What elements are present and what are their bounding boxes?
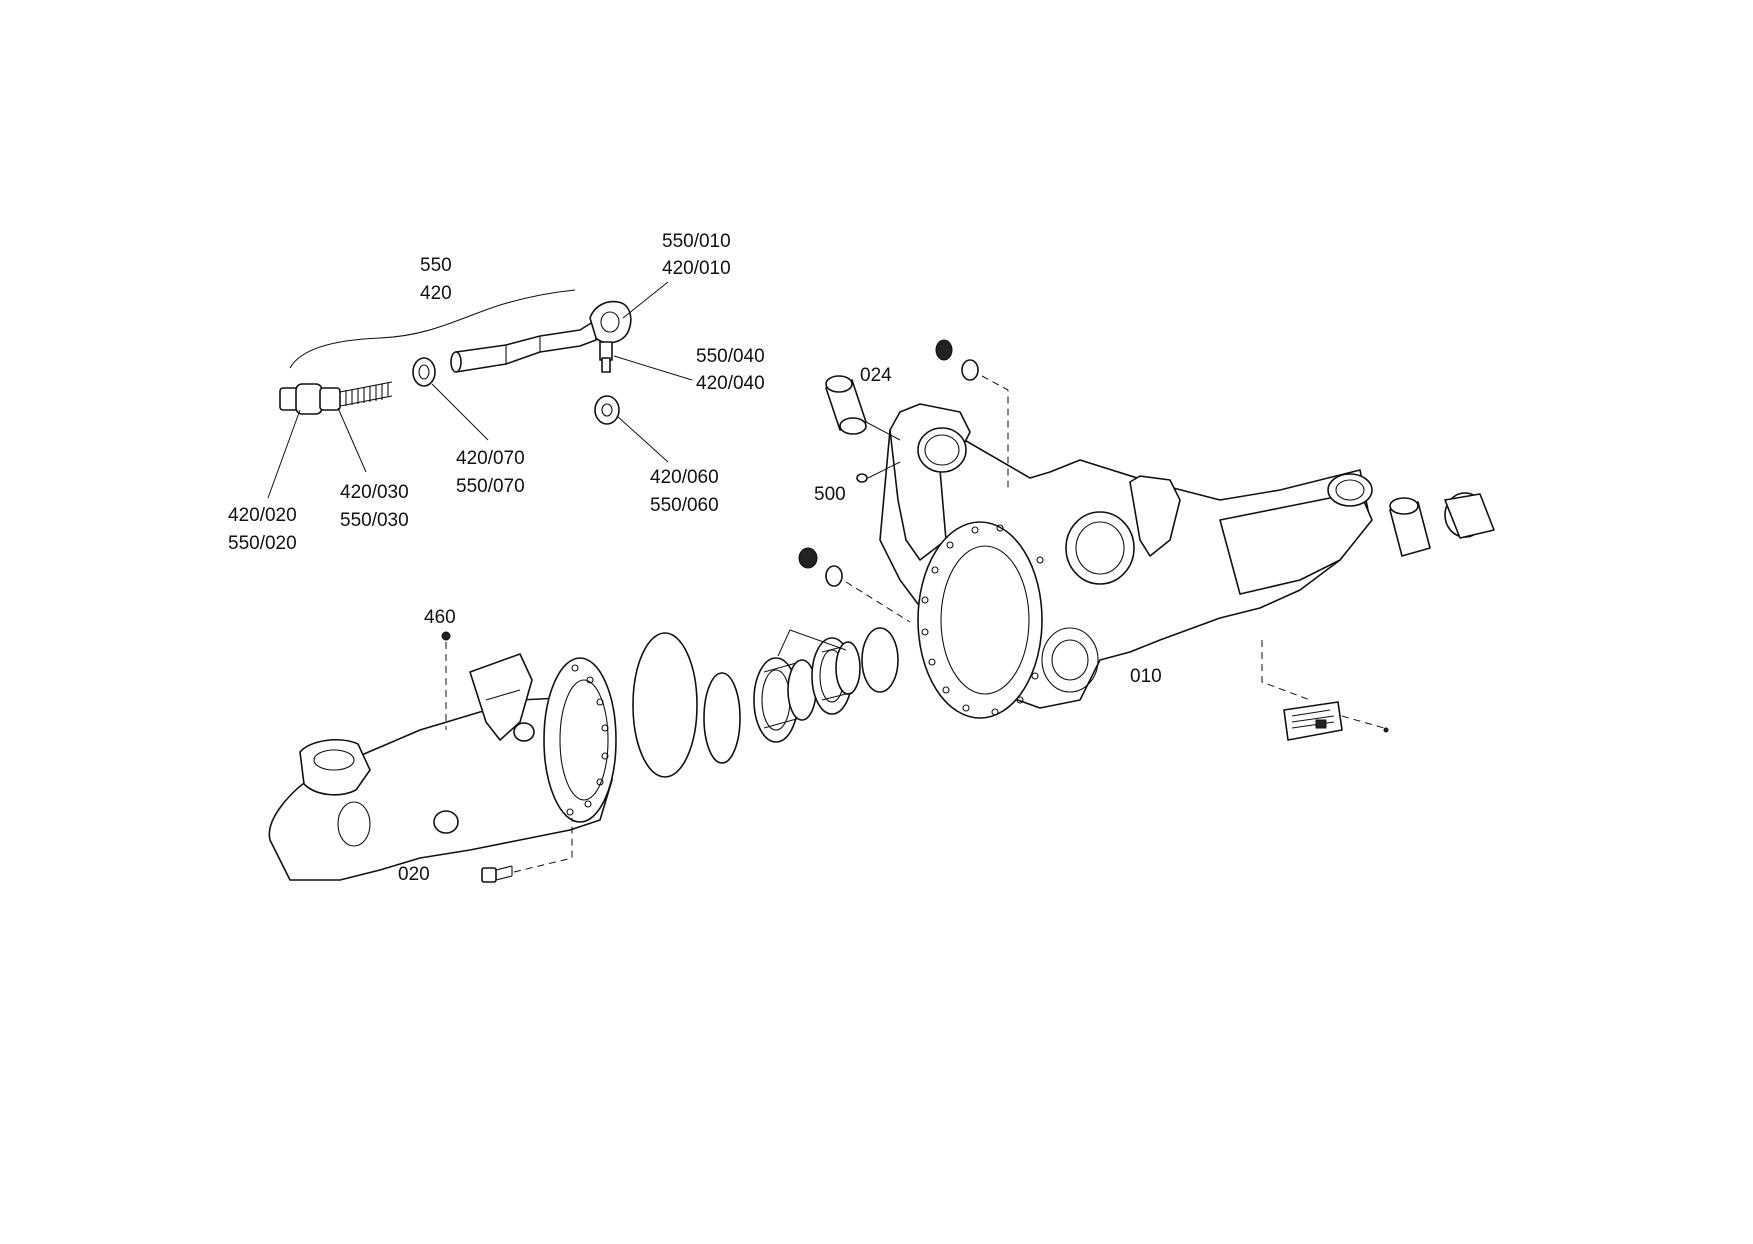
callout-550-line1: 550 bbox=[420, 255, 452, 276]
callout-550-010-line1: 550/010 bbox=[662, 231, 731, 252]
callout-420-030-line2: 550/030 bbox=[340, 510, 409, 531]
callout-460: 460 bbox=[424, 607, 456, 628]
callout-500: 500 bbox=[814, 484, 846, 505]
group-brace bbox=[289, 289, 576, 369]
o-ring-large bbox=[632, 632, 698, 778]
callout-420-070-line1: 420/070 bbox=[456, 448, 525, 469]
screw-500 bbox=[856, 461, 901, 483]
callout-420-030-line1: 420/030 bbox=[340, 482, 409, 503]
seal-ring-small bbox=[703, 672, 741, 764]
bushings-024 bbox=[825, 375, 1495, 557]
tapered-bearing-right bbox=[811, 637, 861, 715]
bearing-group-bracket bbox=[777, 629, 847, 657]
callout-420-070-line2: 550/070 bbox=[456, 476, 525, 497]
callout-420-020-line1: 420/020 bbox=[228, 505, 297, 526]
axle-arm-020-part bbox=[268, 653, 617, 881]
axle-housing-part bbox=[879, 403, 1389, 741]
tapered-bearing-left bbox=[753, 657, 817, 743]
callout-550-040-line2: 420/040 bbox=[696, 373, 765, 394]
callout-024: 024 bbox=[860, 365, 892, 386]
arm-flange-bolt-holes bbox=[566, 664, 609, 816]
plug-and-washer-middle bbox=[798, 547, 911, 623]
callout-550-040-line1: 550/040 bbox=[696, 346, 765, 367]
callout-020: 020 bbox=[398, 864, 430, 885]
castle-nut-part bbox=[594, 395, 620, 425]
tie-rod-tube-part bbox=[450, 319, 597, 373]
nameplate-part bbox=[1283, 701, 1343, 741]
callout-420-020-line2: 550/020 bbox=[228, 533, 297, 554]
plug-460 bbox=[441, 631, 451, 730]
tie-rod-assembly bbox=[267, 281, 693, 499]
seal-ring-right bbox=[861, 627, 899, 693]
callout-420-060-line2: 550/060 bbox=[650, 495, 719, 516]
plug-and-washer-top bbox=[935, 339, 1009, 492]
inner-joint-part bbox=[279, 381, 393, 415]
flange-bolt-holes bbox=[921, 524, 1044, 716]
callout-420-060-line1: 420/060 bbox=[650, 467, 719, 488]
bolt-bottom bbox=[481, 818, 573, 883]
outer-joint-head-part bbox=[589, 300, 632, 373]
lock-nut-part bbox=[412, 357, 436, 387]
callout-550-line2: 420 bbox=[420, 283, 452, 304]
callout-550-010-line2: 420/010 bbox=[662, 258, 731, 279]
callout-010: 010 bbox=[1130, 666, 1162, 687]
